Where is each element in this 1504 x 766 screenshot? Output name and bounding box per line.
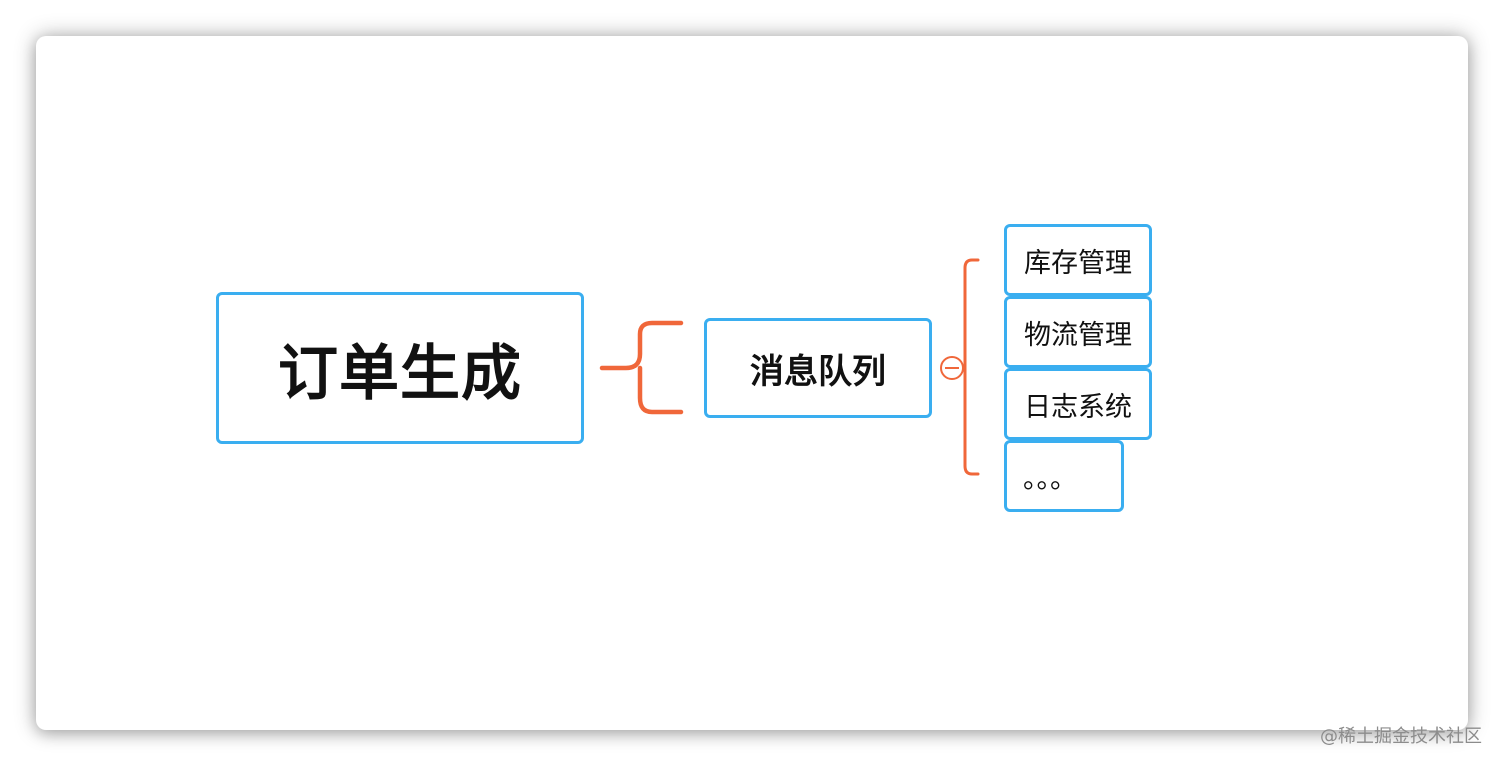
consumer-node[interactable]: 物流管理 [1004, 296, 1152, 368]
consumer-node[interactable]: 库存管理 [1004, 224, 1152, 296]
consumer-node-label: 物流管理 [1024, 319, 1132, 351]
hub-node-label: 消息队列 [750, 351, 886, 392]
watermark: @稀土掘金技术社区 [1320, 726, 1482, 747]
consumer-node-more[interactable]: 。。。 [1004, 440, 1124, 512]
root-node-label: 订单生成 [278, 338, 522, 409]
hub-node[interactable]: 消息队列 [704, 318, 932, 418]
consumer-node[interactable]: 日志系统 [1004, 368, 1152, 440]
consumer-node-label: 。。。 [1023, 463, 1077, 495]
consumer-node-label: 日志系统 [1024, 391, 1132, 423]
root-node[interactable]: 订单生成 [216, 292, 584, 444]
consumer-node-label: 库存管理 [1024, 247, 1132, 279]
